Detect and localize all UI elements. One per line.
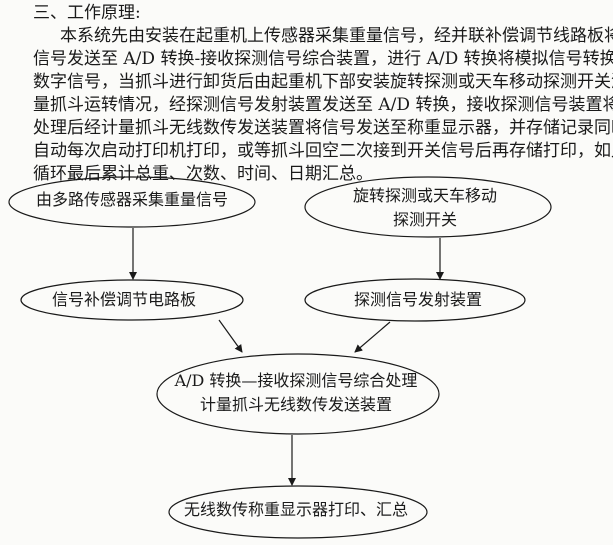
node-label: A/D 转换—接收探测信号综合处理: [174, 371, 418, 390]
node-label: 无线数传称重显示器打印、汇总: [183, 500, 409, 519]
paragraph-line: 自动每次启动打印机打印，或等抓斗回空二次接到开关信号后再存储打印，如此: [33, 141, 613, 161]
paragraph-line: 数字信号，当抓斗进行卸货后由起重机下部安装旋转探测或天车移动探测开关测: [33, 72, 613, 92]
paragraph-line: 信号发送至 A/D 转换-接收探测信号综合装置，进行 A/D 转换将模拟信号转换…: [33, 49, 613, 69]
paragraph-line: 处理后经计量抓斗无线数传发送装置将信号发送至称重显示器，并存储记录同时: [33, 118, 613, 138]
node-label: 旋转探测或天车移动: [352, 186, 498, 205]
section-title: 三、工作原理:: [33, 3, 141, 23]
paragraph-line: 本系统先由安装在起重机上传感器采集重量信号，经并联补偿调节线路板将: [60, 26, 613, 46]
node-label: 由多路传感器采集重量信号: [35, 190, 229, 209]
node-switch-shape: [304, 176, 552, 238]
paragraph-line: 循环最后累计总重、次数、时间、日期汇总。: [33, 164, 373, 184]
node-label: 信号补偿调节电路板: [51, 290, 197, 309]
node-sensor: 由多路传感器采集重量信号: [36, 188, 228, 212]
node-compensation-shape: [20, 279, 244, 321]
node-label: 探测开关: [392, 210, 458, 229]
arrow-transmitter-to-processor: [354, 321, 391, 353]
node-label: 探测信号发射装置: [353, 290, 483, 309]
node-display: 无线数传称重显示器打印、汇总: [184, 498, 408, 522]
node-compensation: 信号补偿调节电路板: [52, 288, 196, 312]
node-transmitter-shape: [304, 278, 526, 322]
node-display-shape: [168, 485, 428, 539]
node-processor-shape: [156, 353, 440, 435]
arrow-compensation-to-processor: [218, 319, 243, 353]
paragraph-line: 量抓斗运转情况，经探测信号发射装置发送至 A/D 转换，接收探测信号装置将: [33, 95, 613, 115]
node-transmitter: 探测信号发射装置: [354, 288, 482, 312]
node-label: 计量抓斗无线数传发送装置: [199, 395, 392, 414]
node-sensor-shape: [8, 176, 256, 228]
node-processor: A/D 转换—接收探测信号综合处理计量抓斗无线数传发送装置: [175, 369, 418, 417]
node-switch: 旋转探测或天车移动探测开关: [353, 184, 497, 232]
